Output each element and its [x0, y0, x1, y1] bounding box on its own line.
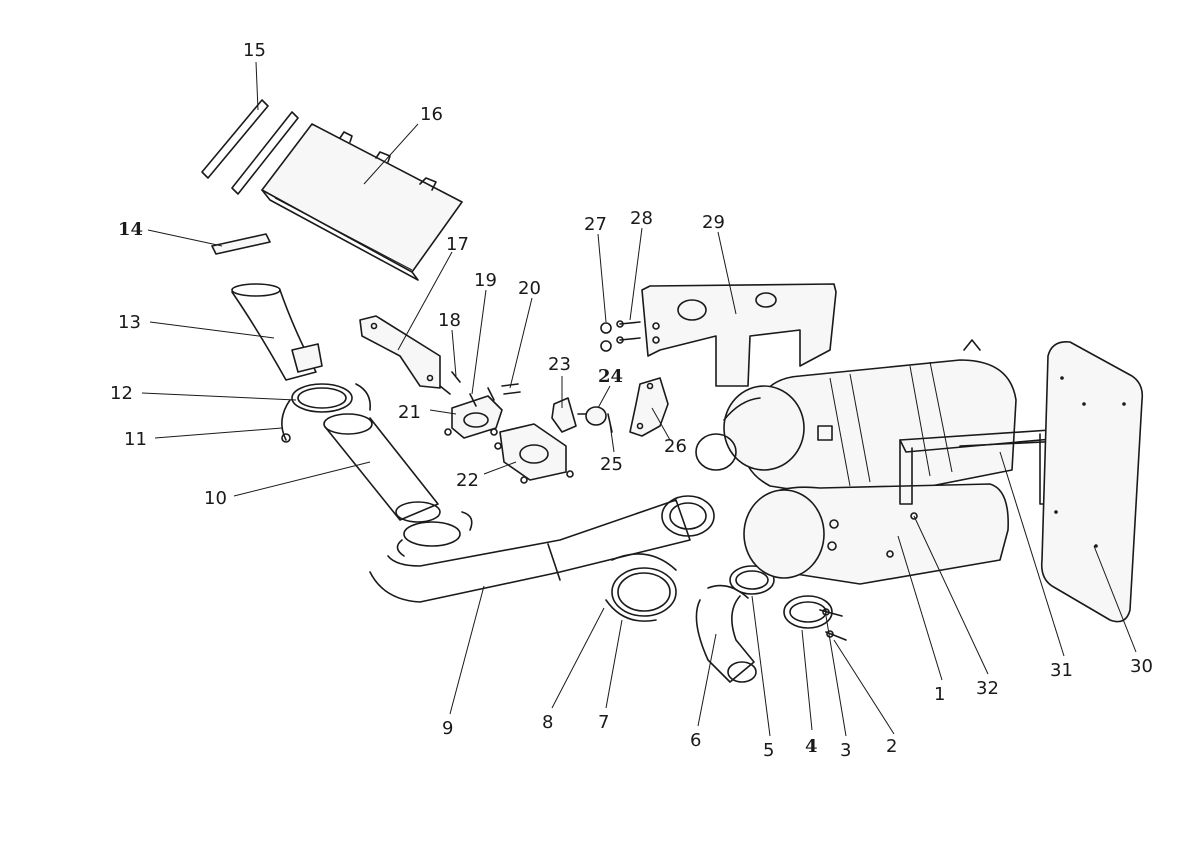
callout-31: 31	[1050, 660, 1073, 681]
part-17-bracket	[359, 315, 441, 389]
part-11-clamp	[281, 383, 372, 443]
callout-24: 24	[598, 366, 623, 387]
callout-16: 16	[420, 104, 443, 125]
callout-15: 15	[243, 40, 266, 61]
part-28-bolts	[616, 320, 641, 344]
part-12-clamp-ring	[291, 383, 353, 413]
part-10-middle-pipe	[323, 413, 473, 557]
callout-23: 23	[548, 354, 571, 375]
part-18-bolts	[439, 371, 461, 395]
callout-1: 1	[934, 684, 945, 705]
part-19-bolts	[469, 387, 495, 407]
callout-29: 29	[702, 212, 725, 233]
part-26-bracket	[629, 377, 669, 437]
callout-7: 7	[598, 712, 609, 733]
callout-labels: 15 16 14 13 12 11 10 9 8 7 6 5 4 3 2 1 3…	[110, 40, 1153, 761]
part-23-small-bracket	[551, 397, 577, 433]
part-6-elbow-tube	[695, 584, 757, 683]
callout-3: 3	[840, 740, 851, 761]
part-15-gasket-strips	[201, 99, 299, 195]
callout-14: 14	[118, 219, 143, 240]
part-3-bolt	[819, 608, 843, 617]
callout-13: 13	[118, 312, 141, 333]
callout-9: 9	[442, 718, 453, 739]
callout-18: 18	[438, 310, 461, 331]
callout-2: 2	[886, 736, 897, 757]
part-20-bolts	[501, 383, 521, 395]
callout-30: 30	[1130, 656, 1153, 677]
part-25-bolt	[607, 413, 613, 433]
callout-25: 25	[600, 454, 623, 475]
callout-32: 32	[976, 678, 999, 699]
part-16-heat-shield	[261, 123, 463, 281]
part-5-ring	[729, 565, 775, 595]
callout-4: 4	[805, 736, 818, 757]
part-7-clamp-halves	[605, 553, 677, 622]
part-22-clamp-bracket	[490, 423, 574, 484]
part-30-cover-panel	[1040, 340, 1144, 623]
callout-27: 27	[584, 214, 607, 235]
callout-17: 17	[446, 234, 469, 255]
callout-20: 20	[518, 278, 541, 299]
callout-10: 10	[204, 488, 227, 509]
part-27-nuts	[600, 322, 612, 352]
part-13-upper-pipe	[231, 283, 323, 381]
part-8-clamp-ring	[611, 567, 677, 617]
part-1-aftertreatment-unit	[695, 339, 1017, 585]
part-14-small-plate	[211, 233, 271, 255]
part-29-mounting-bracket	[641, 283, 837, 387]
callout-21: 21	[398, 402, 421, 423]
callout-12: 12	[110, 383, 133, 404]
callout-22: 22	[456, 470, 479, 491]
callout-5: 5	[763, 740, 774, 761]
callout-26: 26	[664, 436, 687, 457]
callout-6: 6	[690, 730, 701, 751]
callout-8: 8	[542, 712, 553, 733]
leader-lines	[141, 61, 1137, 737]
callout-19: 19	[474, 270, 497, 291]
callout-28: 28	[630, 208, 653, 229]
part-9-exhaust-pipe	[369, 495, 715, 603]
part-21-clamp-bracket	[444, 395, 503, 439]
part-24-isolator	[577, 406, 607, 426]
callout-11: 11	[124, 429, 147, 450]
